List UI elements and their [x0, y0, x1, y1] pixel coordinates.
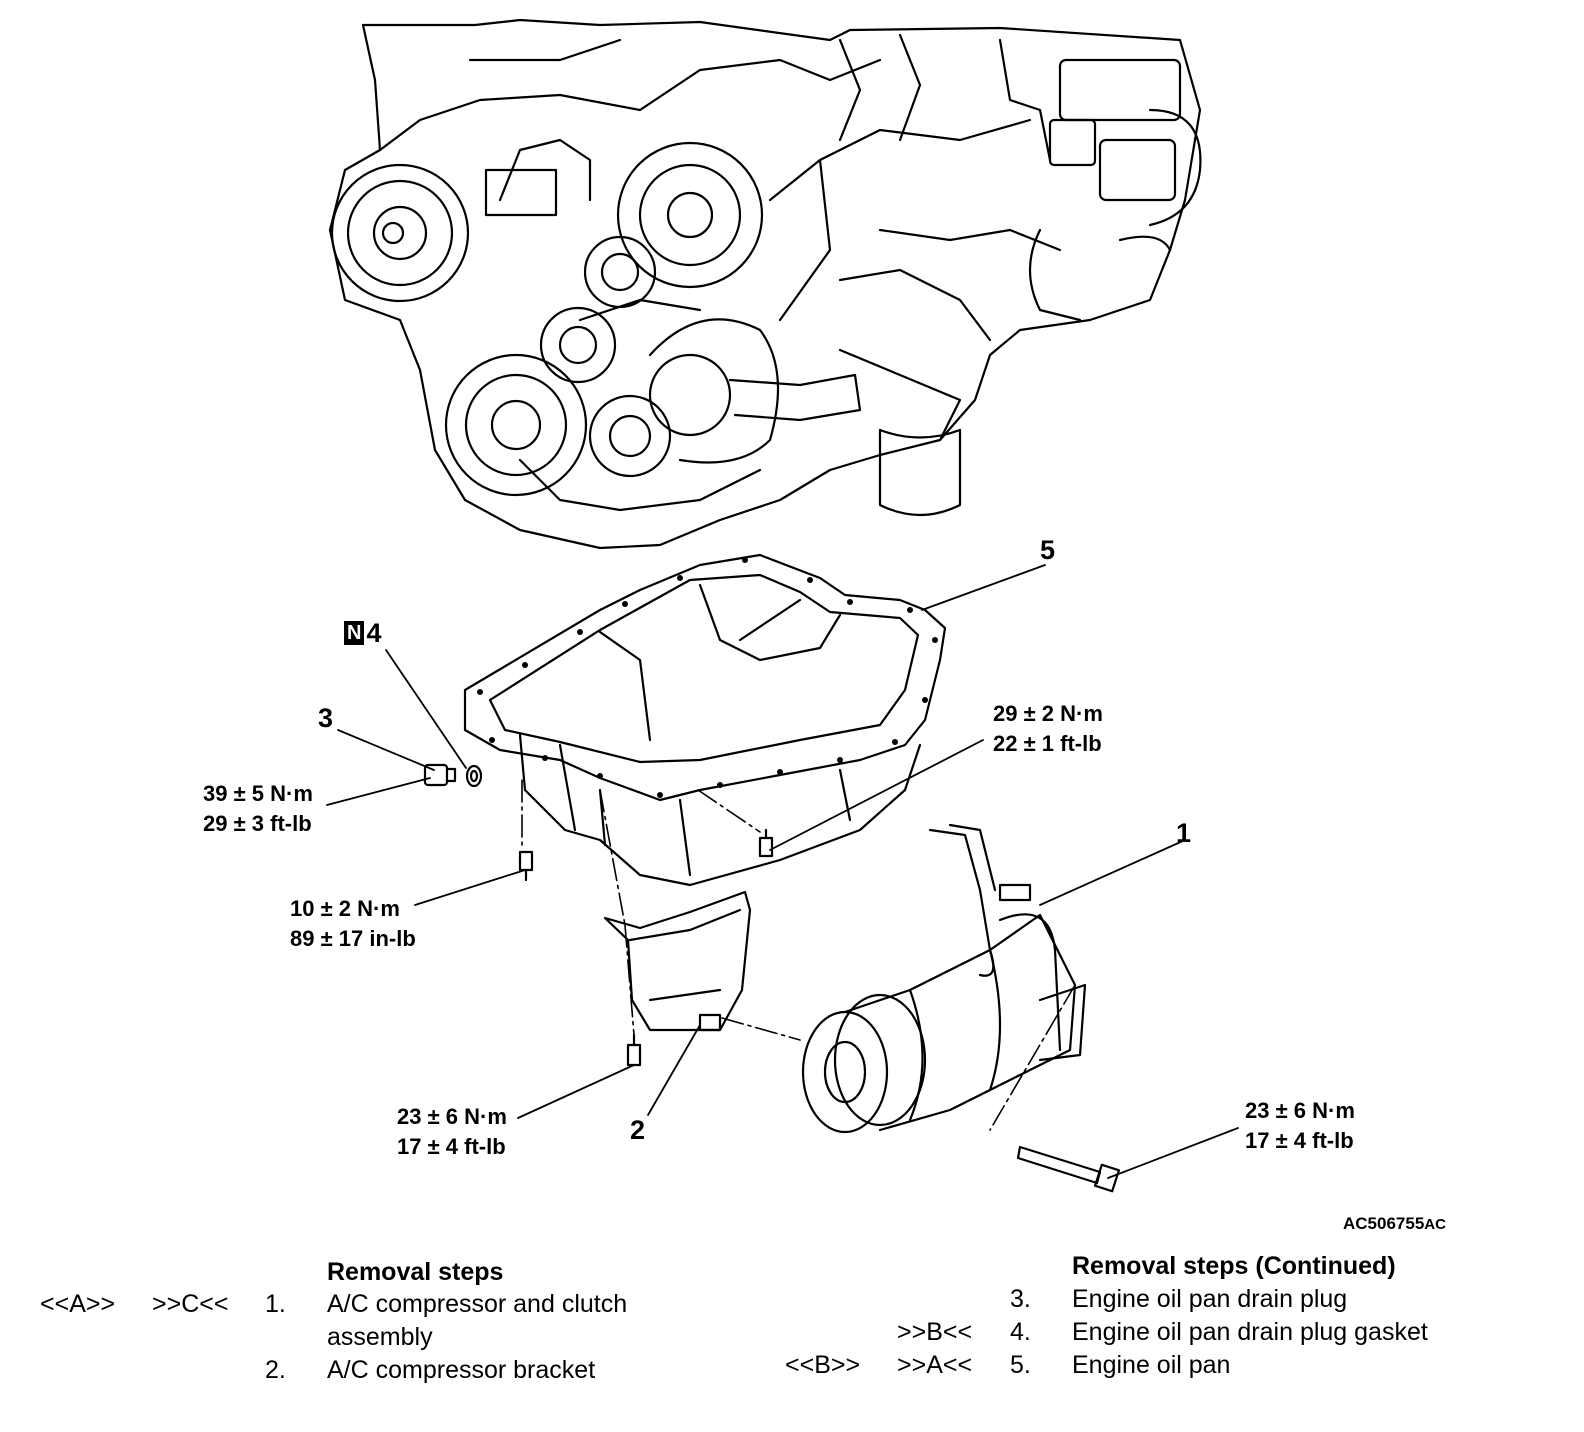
step-number: 5.	[1010, 1351, 1031, 1379]
step-number: 4.	[1010, 1318, 1031, 1346]
callout-1: 1	[1176, 818, 1192, 848]
compressor-mounting-bolt	[1016, 1145, 1121, 1193]
step-number: 1.	[265, 1290, 286, 1318]
torque-imperial: 22 ± 1 ft-lb	[993, 731, 1102, 756]
callout-5: 5	[1040, 535, 1056, 565]
removal-steps-heading: Removal steps	[327, 1258, 504, 1286]
step-text-continued: assembly	[327, 1323, 433, 1351]
exploded-view-diagram	[326, 18, 1239, 1193]
step-number: 2.	[265, 1356, 286, 1384]
torque-imperial: 89 ± 17 in-lb	[290, 926, 416, 951]
alignment-lines	[521, 779, 1076, 1131]
step-mark-b: >>A<<	[897, 1351, 973, 1379]
removal-steps-continued-heading: Removal steps (Continued)	[1072, 1252, 1396, 1280]
engine-pulleys	[330, 141, 862, 497]
step-text: Engine oil pan	[1072, 1351, 1231, 1379]
torque-imperial: 17 ± 4 ft-lb	[397, 1134, 506, 1159]
step-text: A/C compressor bracket	[327, 1356, 596, 1384]
ac-compressor-bracket	[603, 890, 752, 1032]
step-mark-a: <<B>>	[785, 1351, 861, 1379]
torque-nm: 10 ± 2 N·m	[290, 896, 400, 921]
ac-compressor	[801, 823, 1087, 1134]
step-text: A/C compressor and clutch	[327, 1290, 628, 1318]
torque-imperial: 29 ± 3 ft-lb	[203, 811, 312, 836]
new-part-badge: N	[344, 621, 365, 645]
step-mark-b: >>C<<	[152, 1290, 229, 1318]
engine-oil-pan	[463, 553, 947, 887]
pan-bolts	[518, 828, 774, 1067]
step-mark-a: <<A>>	[40, 1290, 116, 1318]
torque-compressor-bolt: 23 ± 6 N·m 17 ± 4 ft-lb	[1245, 1096, 1355, 1156]
callout-4: 4	[366, 618, 382, 648]
torque-bracket-bolt: 23 ± 6 N·m 17 ± 4 ft-lb	[397, 1102, 507, 1162]
torque-nm: 29 ± 2 N·m	[993, 701, 1103, 726]
figure-code-suffix: AC	[1424, 1216, 1446, 1233]
torque-pan-bolt-small: 10 ± 2 N·m 89 ± 17 in-lb	[290, 894, 416, 954]
torque-nm: 23 ± 6 N·m	[1245, 1098, 1355, 1123]
torque-nm: 39 ± 5 N·m	[203, 781, 313, 806]
torque-nm: 23 ± 6 N·m	[397, 1104, 507, 1129]
engine-block	[328, 18, 1202, 550]
leader-lines	[326, 564, 1239, 1179]
torque-pan-bolt-right: 29 ± 2 N·m 22 ± 1 ft-lb	[993, 699, 1103, 759]
step-text: Engine oil pan drain plug	[1072, 1285, 1348, 1313]
torque-drain-plug: 39 ± 5 N·m 29 ± 3 ft-lb	[203, 779, 313, 839]
callout-3: 3	[318, 703, 334, 733]
step-text: Engine oil pan drain plug gasket	[1072, 1318, 1428, 1346]
drain-plug-and-gasket	[423, 763, 483, 788]
step-number: 3.	[1010, 1285, 1031, 1313]
figure-code: AC506755AC	[1343, 1214, 1446, 1233]
callout-2: 2	[630, 1115, 646, 1145]
step-mark-b: >>B<<	[897, 1318, 973, 1346]
torque-imperial: 17 ± 4 ft-lb	[1245, 1128, 1354, 1153]
